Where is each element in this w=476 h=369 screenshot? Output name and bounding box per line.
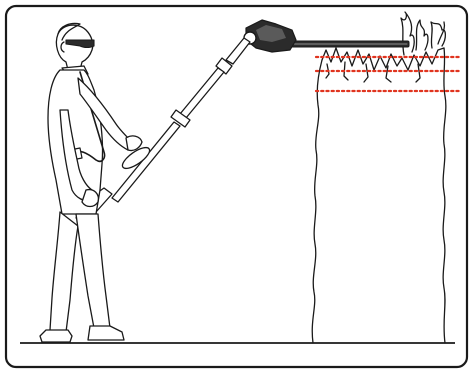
hedge-right-edge bbox=[443, 48, 446, 343]
operator-leg-front bbox=[76, 214, 110, 328]
operator-shoe-back bbox=[40, 330, 72, 342]
hedge-uncut-sprig-4 bbox=[438, 22, 444, 44]
operator-shoe-front bbox=[88, 326, 124, 340]
hedge bbox=[312, 12, 446, 343]
trimmer-upper-pole bbox=[226, 38, 250, 64]
hedge-twig-4 bbox=[386, 66, 391, 82]
hedge-twig-3 bbox=[364, 64, 368, 82]
trimmer-main-pole-upper bbox=[180, 68, 224, 118]
hedge-twig-5 bbox=[416, 64, 420, 82]
pole-hedge-trimmer bbox=[76, 20, 409, 222]
operator-hand-front bbox=[126, 136, 142, 151]
hedge-left-edge bbox=[312, 60, 322, 343]
hedge-uncut-sprig-1 bbox=[401, 12, 414, 55]
hedge-trimmed-top bbox=[322, 48, 444, 70]
hedge-uncut-sprig-2 bbox=[416, 20, 428, 50]
operator-leg-back bbox=[50, 212, 78, 332]
